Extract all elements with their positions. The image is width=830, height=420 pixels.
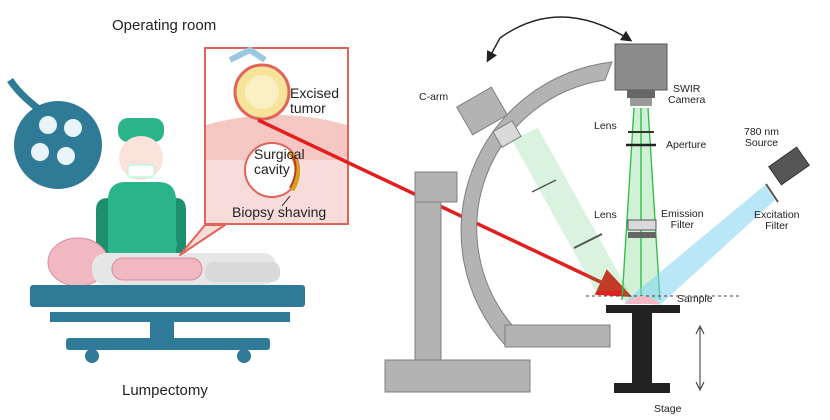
label-stage: Stage [654,403,682,415]
rotation-arrow [499,16,633,42]
label-sample: Sample [677,293,713,305]
stage-icon [606,305,680,393]
emission-filter [628,232,656,238]
label-lumpectomy: Lumpectomy [122,382,208,399]
label-operating-room: Operating room [112,17,217,34]
tilted-camera-icon [455,86,522,148]
swir-camera-icon [614,43,668,106]
blue-beam [624,185,775,305]
surgical-lamp-icon [7,78,102,189]
surgical-inset [179,46,349,256]
label-lens-bottom: Lens [594,209,617,221]
operating-table-icon [30,285,305,363]
transfer-arrow [257,118,633,297]
patient-icon [47,237,280,287]
lens-bottom [627,219,657,231]
label-biopsy-shaving: Biopsy shaving [232,204,327,220]
c-arm-base [384,171,531,393]
surgeon-icon [96,118,186,255]
tilted-beam [512,128,628,292]
label-c-arm: C-arm [419,91,449,103]
c-arm-bottom [504,324,611,348]
label-lens-top: Lens [594,120,617,132]
sample-icon [624,296,660,304]
label-aperture: Aperture [666,139,707,151]
laser-source-icon [768,146,810,186]
